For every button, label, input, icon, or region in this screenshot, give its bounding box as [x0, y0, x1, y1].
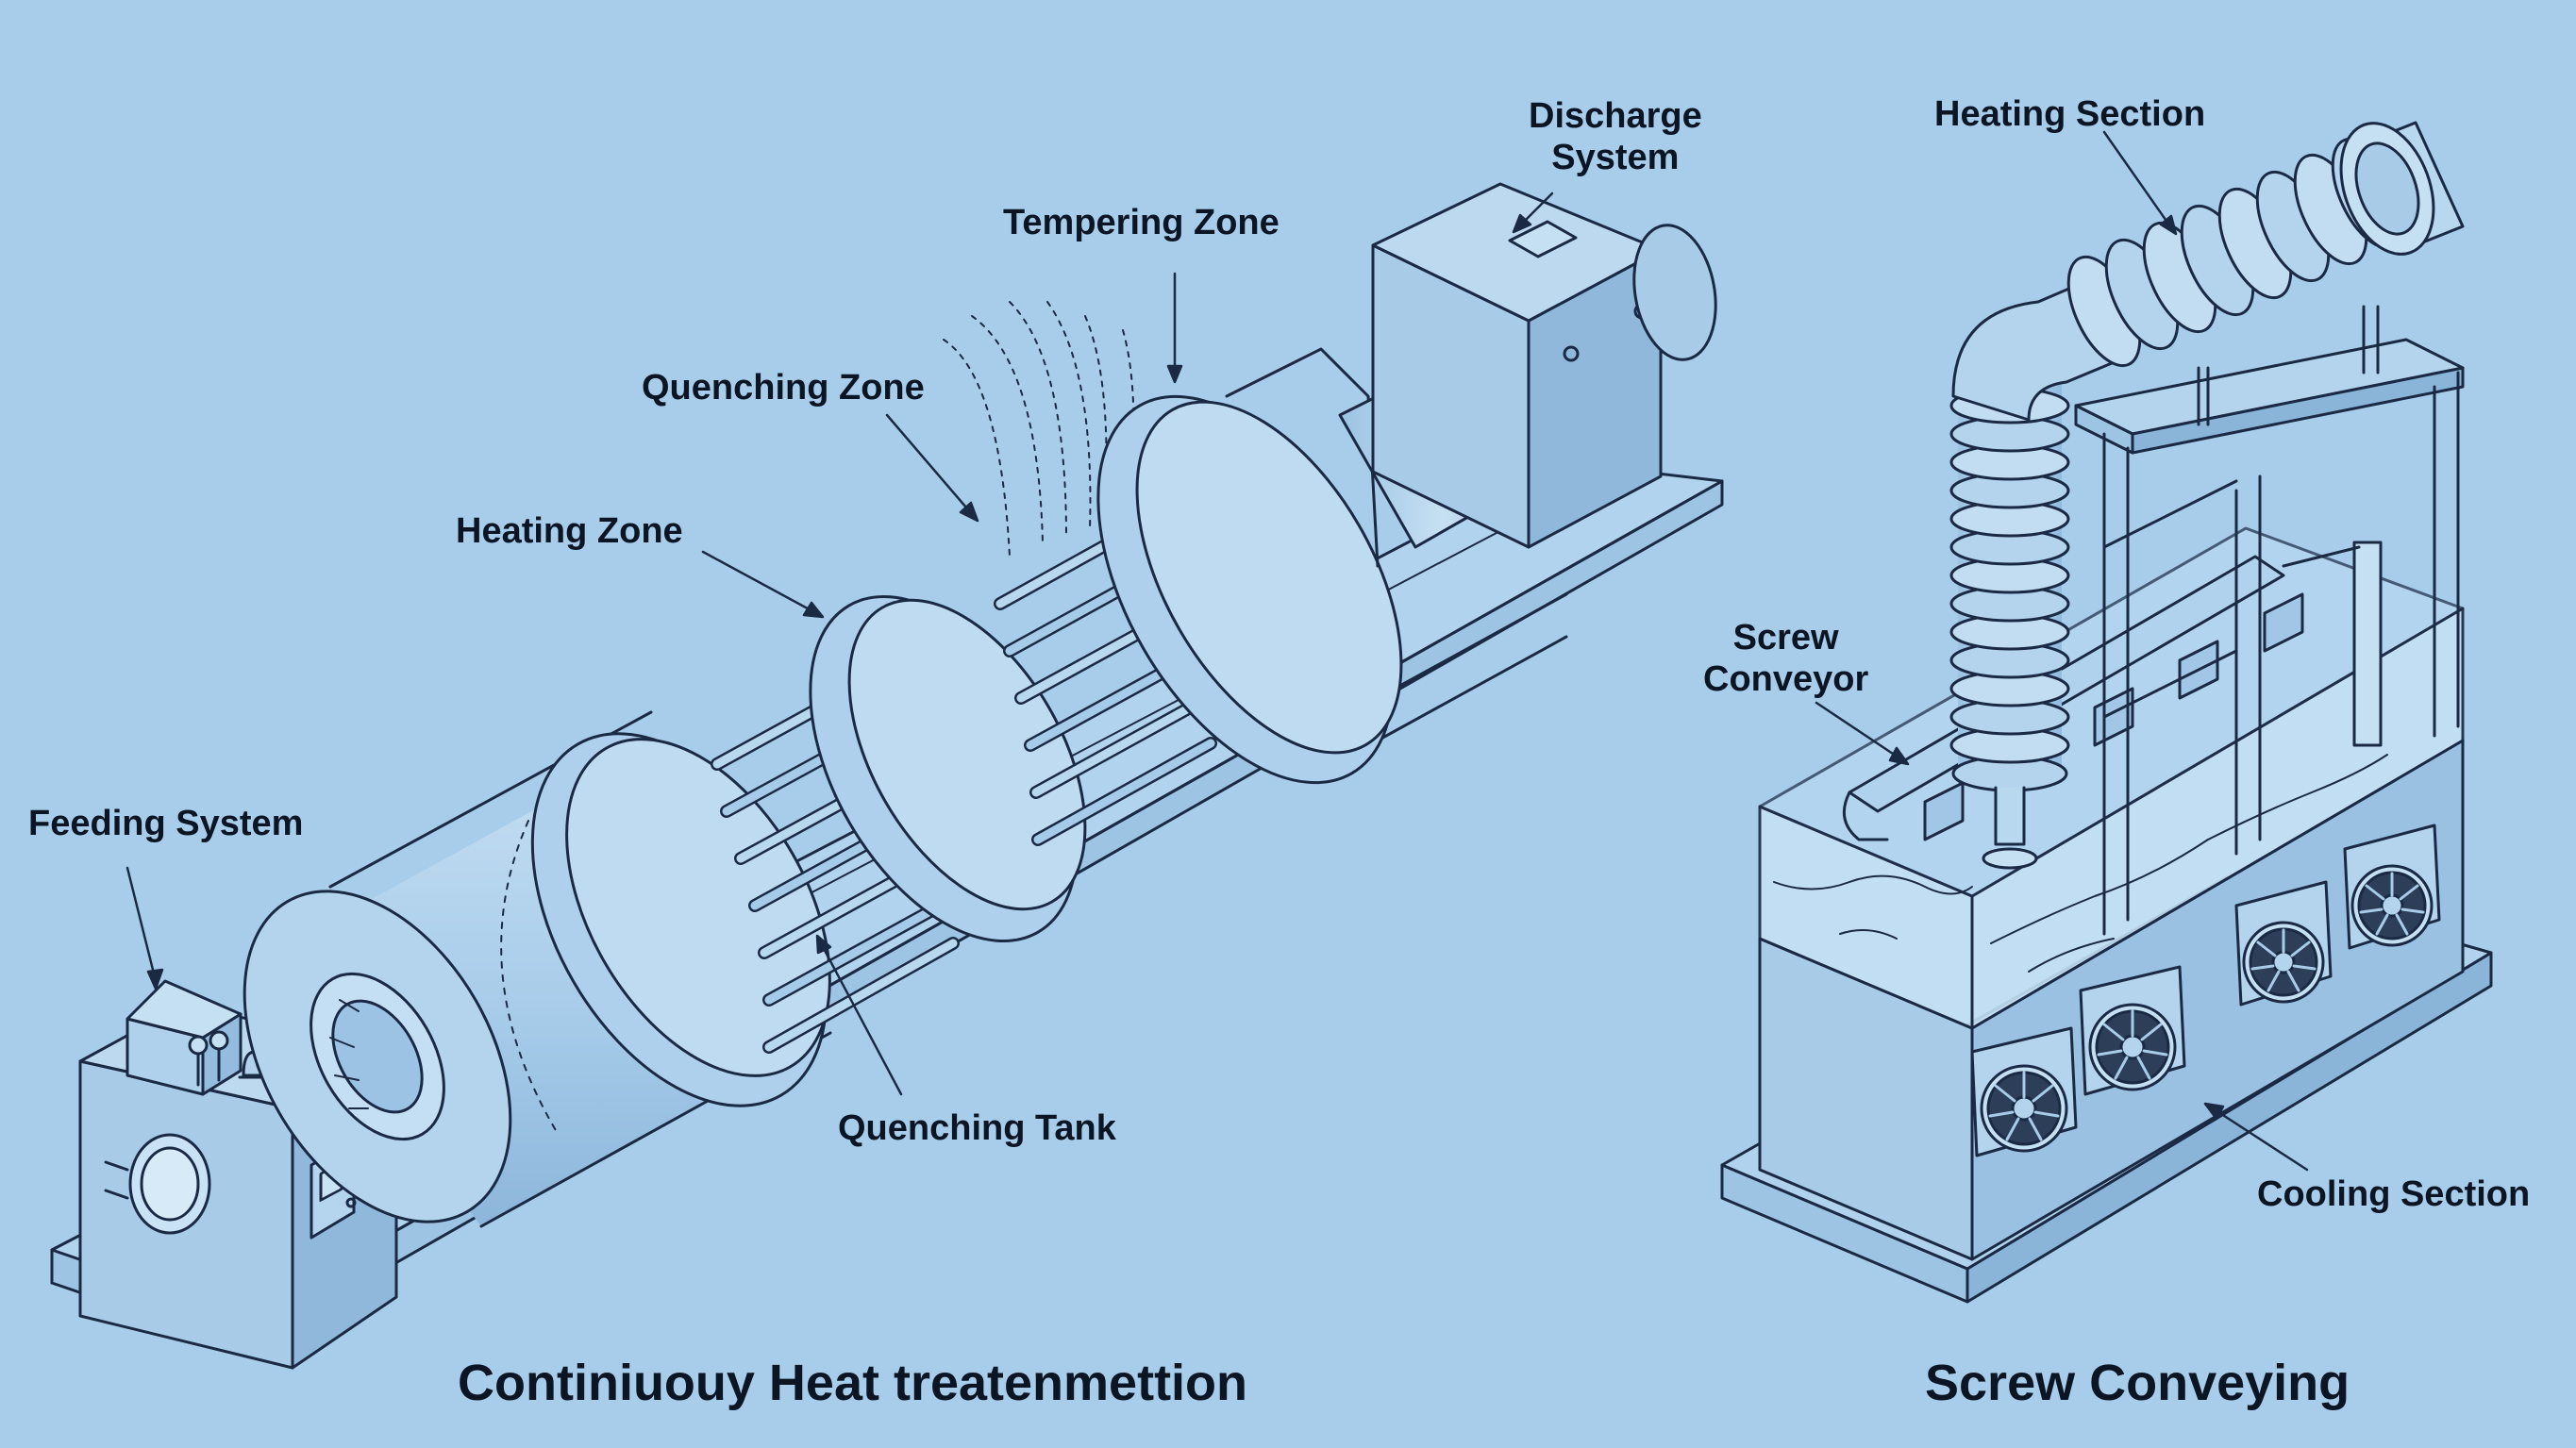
- fan-icon: [2234, 880, 2333, 1007]
- discharge-system-unit: [1371, 182, 1717, 549]
- title-continuous-heat-treatment: Continiuouy Heat treatenmettion: [458, 1355, 1248, 1411]
- fan-icon: [2079, 965, 2186, 1096]
- support-frame: [2074, 305, 2465, 936]
- left-machine: [50, 182, 1724, 1370]
- heating-section-coil: [1949, 121, 2465, 870]
- fan-icon: [2343, 824, 2441, 950]
- label-discharge-system: Discharge System: [1529, 96, 1702, 177]
- label-feeding-system: Feeding System: [28, 804, 304, 843]
- label-quenching-zone: Quenching Zone: [642, 368, 925, 408]
- label-heating-zone: Heating Zone: [456, 511, 683, 551]
- label-quenching-tank: Quenching Tank: [838, 1108, 1116, 1148]
- label-heating-section: Heating Section: [1934, 94, 2206, 134]
- flange-ring-1: [530, 732, 831, 1107]
- leader-lines: [125, 130, 2309, 1172]
- flange-ring-2: [809, 595, 1087, 942]
- fan-icon: [1970, 1026, 2078, 1157]
- label-screw-conveyor: Screw Conveyor: [1703, 618, 1869, 699]
- title-screw-conveying: Screw Conveying: [1925, 1355, 2350, 1411]
- label-tempering-zone: Tempering Zone: [1003, 203, 1280, 242]
- porthole-icon: [104, 1133, 211, 1235]
- right-machine: [1720, 121, 2493, 1304]
- label-cooling-section: Cooling Section: [2257, 1174, 2531, 1214]
- tempering-flange: [1096, 347, 1403, 785]
